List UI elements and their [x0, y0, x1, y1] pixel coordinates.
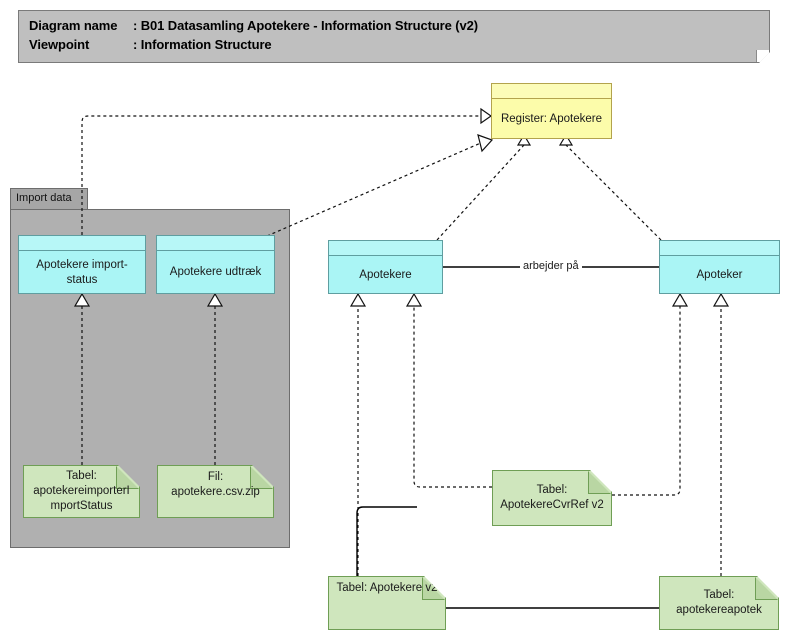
note-fil-apotekere-csv-zip-label: Fil: apotekere.csv.zip [171, 471, 260, 498]
node-apotekere-udtraek-label: Apotekere udtræk [169, 266, 262, 278]
node-apotekere-udtraek-header [157, 236, 274, 251]
note-fil-apotekere-csv-zip[interactable]: Fil: apotekere.csv.zip [157, 465, 274, 518]
note-tabel-apotekereapotek-label: Tabel: apotekereapotek [676, 589, 762, 616]
note-tabel-apotekereimporterimportstatus[interactable]: Tabel: apotekereimporterI mportStatus [23, 465, 140, 518]
edge-tabelapotekerev2-to-cvrref [356, 506, 417, 577]
note-tabel-apotekereimporterimportstatus-label: Tabel: apotekereimporterI mportStatus [33, 470, 130, 512]
diagram-viewpoint-line: Viewpoint : Information Structure [29, 37, 272, 52]
diagram-title-frame: Diagram name : B01 Datasamling Apotekere … [18, 10, 770, 63]
note-tabel-apotekerecvrref-v2[interactable]: Tabel: ApotekereCvrRef v2 [492, 470, 612, 526]
edge-udtraek-to-register [266, 141, 484, 237]
node-register-apotekere-header [492, 84, 611, 99]
edge-label-arbejder-paa: arbejder på [520, 260, 582, 272]
diagram-name-line: Diagram name : B01 Datasamling Apotekere … [29, 18, 478, 33]
node-register-apotekere[interactable]: Register: Apotekere [491, 83, 612, 139]
diagram-name-key: Diagram name [29, 18, 118, 33]
node-apoteker-header [660, 241, 779, 256]
node-register-apotekere-label: Register: Apotekere [500, 112, 602, 125]
note-tabel-apotekerecvrref-v2-label: Tabel: ApotekereCvrRef v2 [500, 484, 604, 511]
arrowhead-udtraek-to-register [477, 134, 494, 153]
note-tabel-apotekere-v2-label: Tabel: Apotekere v2 [336, 582, 438, 594]
edge-cvrref-to-apoteker [612, 306, 681, 496]
note-tabel-apotekereapotek[interactable]: Tabel: apotekereapotek [659, 576, 779, 630]
edge-apotekere-to-register [436, 144, 525, 241]
arrowhead-apotekereapotek-to-apoteker [712, 292, 730, 307]
title-fold-corner [756, 50, 769, 62]
grouping-import-data-tab: Import data [10, 188, 88, 210]
node-apoteker-label: Apoteker [696, 268, 743, 281]
diagram-viewpoint-value: : Information Structure [133, 37, 272, 52]
edge-cvrref-to-apotekere [413, 306, 492, 488]
node-apotekere-importstatus[interactable]: Apotekere import- status [18, 235, 146, 294]
edge-apoteker-to-register [565, 144, 662, 241]
diagram-name-value: : B01 Datasamling Apotekere - Informatio… [133, 18, 478, 33]
node-apotekere-header [329, 241, 442, 256]
diagram-viewpoint-key: Viewpoint [29, 37, 90, 52]
arrowhead-cvrref-to-apoteker [671, 292, 689, 307]
node-apotekere-udtraek[interactable]: Apotekere udtræk [156, 235, 275, 294]
node-apotekere-label: Apotekere [359, 268, 412, 281]
node-apotekere-importstatus-label: Apotekere import- status [36, 258, 128, 286]
arrowhead-importstatus-to-register [480, 107, 493, 125]
arrowhead-tabelapotekerev2-to-apotekere [349, 292, 367, 307]
node-apoteker[interactable]: Apoteker [659, 240, 780, 294]
arrowhead-cvrref-to-apotekere [405, 292, 423, 307]
grouping-import-data-label: Import data [16, 192, 72, 204]
node-apotekere-importstatus-header [19, 236, 145, 251]
note-tabel-apotekere-v2[interactable]: Tabel: Apotekere v2 [328, 576, 446, 630]
node-apotekere[interactable]: Apotekere [328, 240, 443, 294]
